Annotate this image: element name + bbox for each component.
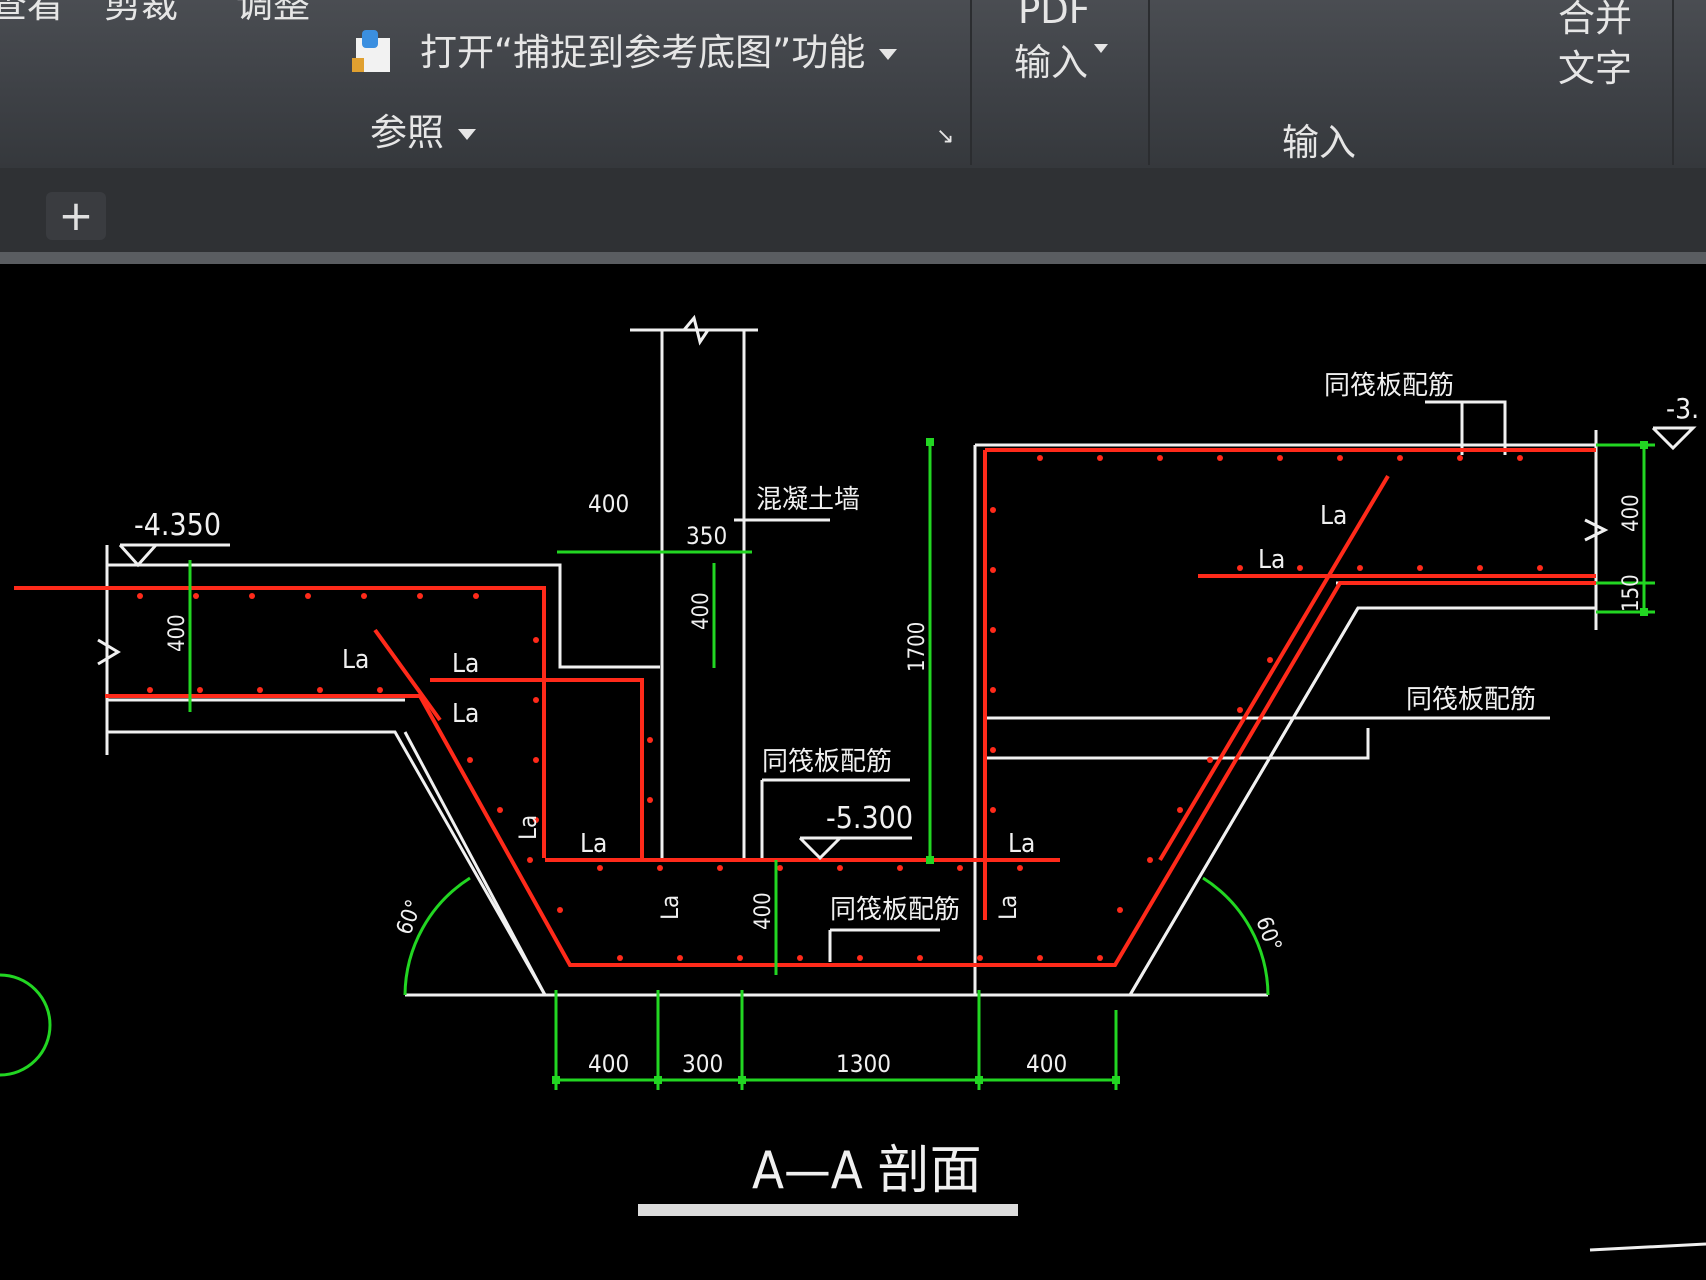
anchor-label: La bbox=[1008, 829, 1035, 859]
ribbon-clip-label[interactable]: 剪裁 bbox=[104, 0, 178, 26]
panel-divider bbox=[1672, 0, 1674, 165]
merge-text-button[interactable]: 文字 bbox=[1558, 47, 1632, 90]
anchor-label: La bbox=[656, 895, 684, 920]
elevation-center: -5.300 bbox=[826, 801, 913, 836]
dim-350: 350 bbox=[686, 522, 727, 550]
file-tab-bar bbox=[0, 168, 1706, 260]
dim-150: 150 bbox=[1619, 574, 1644, 612]
raft-rebar-label-bottom: 同筏板配筋 bbox=[830, 895, 960, 925]
reference-panel-title[interactable]: 参照 bbox=[370, 114, 476, 151]
elevation-left: -4.350 bbox=[134, 508, 221, 543]
angle-right: 60° bbox=[1250, 914, 1285, 956]
drawing-canvas[interactable] bbox=[0, 264, 1706, 1280]
anchor-label: La bbox=[452, 699, 479, 729]
anchor-label: La bbox=[580, 829, 607, 859]
dim-bottom-1300: 1300 bbox=[836, 1050, 891, 1078]
anchor-label: La bbox=[1258, 545, 1285, 575]
edge-line bbox=[1589, 1242, 1706, 1252]
dimension-ticks bbox=[552, 438, 1648, 1084]
ribbon: 查看 剪裁 调整 打开“捕捉到参考底图”功能 参照 ↘ PDF 输入 输入 合并… bbox=[0, 0, 1706, 168]
ribbon-view-label[interactable]: 查看 bbox=[0, 0, 64, 26]
anchor-label: La bbox=[1320, 501, 1347, 531]
reference-snap-icon bbox=[352, 30, 390, 72]
import-panel-label: 输入 bbox=[1282, 121, 1356, 164]
dim-1700: 1700 bbox=[905, 622, 930, 672]
rebar-dots bbox=[137, 455, 1543, 961]
pdf-import-top-label[interactable]: PDF bbox=[1018, 0, 1091, 32]
snap-to-reference-label: 打开“捕捉到参考底图”功能 bbox=[420, 31, 866, 74]
raft-rebar-label-top: 同筏板配筋 bbox=[1324, 371, 1454, 401]
snap-to-reference-button[interactable]: 打开“捕捉到参考底图”功能 bbox=[420, 31, 898, 74]
dim-bottom-400a: 400 bbox=[588, 1050, 629, 1078]
dim-400-top: 400 bbox=[588, 490, 629, 518]
dim-400-wall: 400 bbox=[689, 592, 714, 630]
elevation-right: -3. bbox=[1666, 392, 1699, 425]
anchor-label: La bbox=[342, 645, 369, 675]
wall-label: 混凝土墙 bbox=[756, 485, 860, 515]
panel-launcher-icon[interactable]: ↘ bbox=[936, 124, 955, 149]
raft-rebar-label-mid: 同筏板配筋 bbox=[762, 747, 892, 777]
raft-rebar-label-right: 同筏板配筋 bbox=[1406, 685, 1536, 715]
drawing-labels: -4.350 -5.300 -3. 混凝土墙 同筏板配筋 同筏板配筋 同筏板配筋… bbox=[134, 371, 1699, 1201]
panel-divider bbox=[970, 0, 972, 165]
dim-400-left: 400 bbox=[165, 614, 190, 652]
dim-bottom-400b: 400 bbox=[1026, 1050, 1067, 1078]
reference-panel-label: 参照 bbox=[370, 111, 444, 154]
snap-dropdown-icon[interactable] bbox=[879, 49, 898, 60]
panel-divider bbox=[1148, 0, 1150, 165]
rebar-lines bbox=[14, 448, 1596, 967]
title-underline bbox=[638, 1204, 1018, 1216]
ribbon-adjust-label[interactable]: 调整 bbox=[236, 0, 310, 26]
pdf-import-dropdown-icon[interactable] bbox=[1094, 44, 1108, 53]
dim-400-right: 400 bbox=[1619, 494, 1644, 532]
anchor-label: La bbox=[452, 649, 479, 679]
section-title: A—A 剖面 bbox=[752, 1141, 982, 1201]
tab-bar-border bbox=[0, 252, 1706, 264]
new-tab-button[interactable]: + bbox=[46, 192, 106, 240]
anchor-label: La bbox=[994, 895, 1022, 920]
concrete-outline bbox=[105, 328, 1598, 997]
merge-text-top-label[interactable]: 合并 bbox=[1558, 0, 1632, 40]
pdf-import-label: 输入 bbox=[1014, 41, 1088, 84]
dimension-lines bbox=[0, 442, 1655, 1090]
reference-panel-dropdown-icon[interactable] bbox=[458, 129, 476, 140]
dim-400-mid: 400 bbox=[751, 892, 776, 930]
anchor-label: La bbox=[514, 815, 542, 840]
elevation-markers bbox=[118, 426, 1697, 861]
break-marks bbox=[97, 314, 1609, 666]
pdf-import-button[interactable]: 输入 bbox=[1014, 44, 1108, 81]
dim-bottom-300: 300 bbox=[682, 1050, 723, 1078]
